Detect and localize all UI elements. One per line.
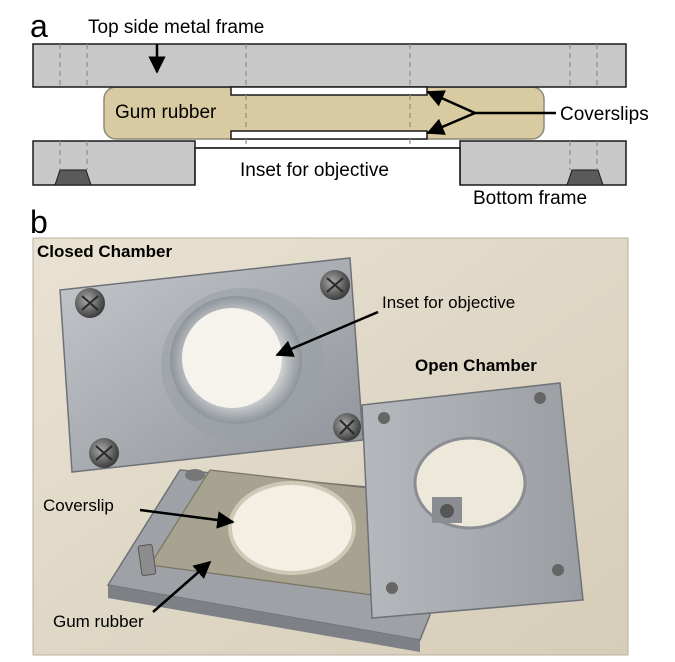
closed-chamber-label: Closed Chamber xyxy=(37,242,173,261)
panel-a-letter: a xyxy=(30,8,48,44)
screw-right xyxy=(566,169,604,186)
inset-label: Inset for objective xyxy=(240,160,389,181)
coverslip-photo-label: Coverslip xyxy=(43,496,114,515)
coverslip-arrow xyxy=(139,508,235,529)
coverslip-window xyxy=(228,481,356,575)
objective-inset xyxy=(195,148,460,186)
inset-photo-label: Inset for objective xyxy=(382,293,516,312)
screw-hole xyxy=(534,392,546,404)
screw-hole xyxy=(386,582,398,594)
open-chamber-plate xyxy=(361,382,584,619)
inset-arrow xyxy=(275,310,379,357)
gum-rubber-label: Gum rubber xyxy=(115,102,217,123)
guide-lines xyxy=(59,44,598,170)
coverslip-bottom xyxy=(230,130,428,140)
screw-left xyxy=(54,169,92,186)
bottom-plate-assembly xyxy=(106,469,431,652)
screw-hole xyxy=(552,564,564,576)
gum-rubber-photo-label: Gum rubber xyxy=(53,612,144,631)
coverslip-top xyxy=(230,86,428,96)
coverslips-label: Coverslips xyxy=(560,104,649,125)
top-metal-frame xyxy=(32,43,627,88)
coverslips-arrow-lower xyxy=(426,111,476,135)
panel-b-letter: b xyxy=(30,204,48,240)
top-frame-label: Top side metal frame xyxy=(88,17,265,38)
open-chamber-opening xyxy=(413,436,527,530)
bottom-frame-label: Bottom frame xyxy=(473,188,588,209)
gum-rubber-arrow xyxy=(152,560,212,613)
screw-hole xyxy=(378,412,390,424)
open-chamber-label: Open Chamber xyxy=(415,356,537,375)
closed-chamber-plate xyxy=(59,257,364,473)
